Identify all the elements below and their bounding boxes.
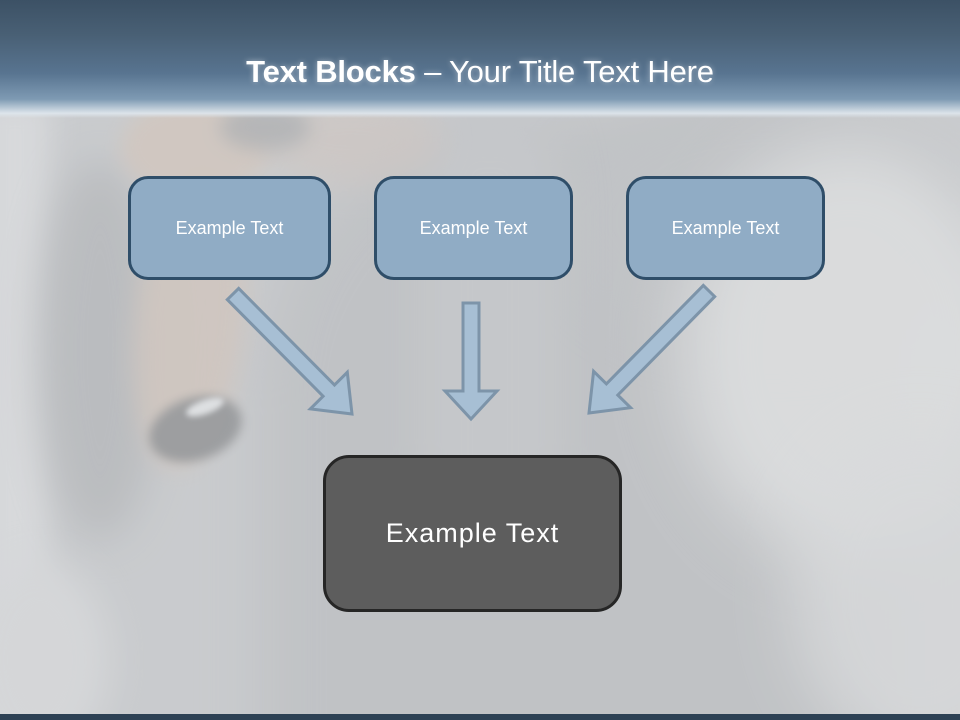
text-block-2-label: Example Text [419, 217, 528, 238]
slide-title-rest: Your Title Text Here [449, 54, 714, 89]
slide-title-bold: Text Blocks [246, 54, 416, 89]
text-block-1: Example Text [128, 176, 331, 280]
footer-bar [0, 714, 960, 720]
slide-title: Text Blocks – Your Title Text Here [0, 54, 960, 90]
header-band: Text Blocks – Your Title Text Here [0, 0, 960, 118]
text-block-3: Example Text [626, 176, 825, 280]
text-block-1-label: Example Text [175, 217, 284, 238]
result-block: Example Text [323, 455, 622, 612]
text-block-3-label: Example Text [671, 217, 780, 238]
slide-title-dash: – [424, 54, 442, 89]
text-block-2: Example Text [374, 176, 573, 280]
result-block-label: Example Text [385, 518, 560, 548]
